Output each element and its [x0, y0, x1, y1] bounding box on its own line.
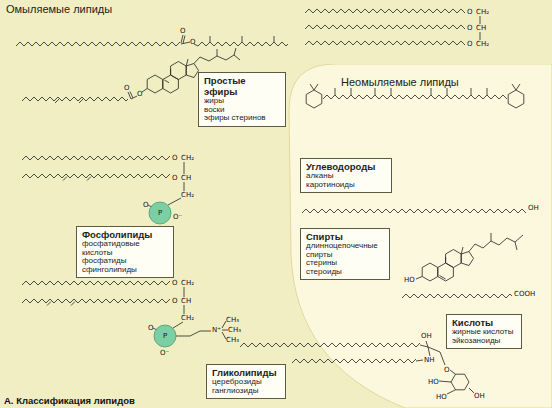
atom-label: OH: [528, 204, 539, 212]
class-item: фосфатиды: [82, 257, 168, 266]
atom-label: CH₃: [226, 316, 239, 324]
class-item: жирные кислоты: [452, 328, 516, 337]
atom-label: O: [143, 201, 149, 209]
atom-label: O: [190, 38, 196, 46]
class-box: Углеводородыалканыкаротиноиды: [300, 158, 392, 193]
atom-label: HO: [436, 393, 447, 401]
atom-label: OH: [474, 392, 485, 400]
atom-label: O: [444, 366, 450, 374]
region-shape: [289, 64, 552, 408]
class-item: эфиры стеринов: [204, 114, 280, 123]
atom-label: O: [467, 8, 473, 16]
atom-label: CH₃: [228, 326, 241, 334]
class-heading: Простые эфиры: [204, 75, 280, 97]
class-box: Гликолипидыцереброзидыганглиозиды: [206, 364, 286, 399]
atom-label: O: [172, 279, 178, 287]
atom-label: O: [124, 84, 130, 92]
atom-label: CH: [181, 297, 191, 305]
atom-label: CH: [181, 174, 191, 182]
class-item: стерины: [306, 259, 384, 268]
class-heading: Кислоты: [452, 317, 516, 328]
atom-label: O: [467, 40, 473, 48]
class-item: стероиды: [306, 268, 384, 277]
class-box: Спиртыдлинноцепочечные спиртыстериныстер…: [300, 228, 390, 280]
atom-label: COOH: [514, 290, 535, 298]
region-heading: Неомыляемые липиды: [341, 76, 459, 89]
atom-label: O: [172, 174, 178, 182]
atom-label: CH₂: [476, 8, 489, 16]
class-item: каротиноиды: [306, 181, 386, 190]
atom-label: O: [137, 90, 143, 98]
atom-label: O: [180, 27, 186, 35]
atom-label: P: [163, 332, 167, 340]
class-heading: Гликолипиды: [212, 367, 280, 378]
atom-label: O⁻: [160, 349, 169, 357]
atom-label: N⁺: [212, 326, 221, 334]
atom-label: CH: [476, 24, 486, 32]
atom-label: CH₂: [181, 154, 194, 162]
atom-label: O: [467, 24, 473, 32]
class-item: алканы: [306, 172, 386, 181]
atom-label: CH₂: [181, 191, 194, 199]
atom-label: O: [148, 324, 154, 332]
class-item: фосфатидовые кислоты: [82, 240, 168, 257]
class-item: цереброзиды: [212, 378, 280, 387]
class-item: длинноцепочечные спирты: [306, 242, 384, 259]
class-item: ганглиозиды: [212, 387, 280, 396]
class-heading: Спирты: [306, 231, 384, 242]
atom-label: CH₂: [181, 279, 194, 287]
atom-label: CH₂: [181, 314, 194, 322]
atom-label: NH: [424, 356, 435, 364]
class-box: Фосфолипидыфосфатидовые кислотыфосфатиды…: [76, 226, 174, 278]
atom-label: OH: [421, 332, 432, 340]
lipid-group-region: Неомыляемые липидыУглеводородыалканыкаро…: [285, 64, 552, 408]
atom-label: CH₃: [226, 336, 239, 344]
class-heading: Фосфолипиды: [82, 229, 168, 240]
atom-label: HO: [428, 378, 439, 386]
atom-label: HO: [404, 276, 415, 284]
atom-label: O: [172, 297, 178, 305]
class-heading: Углеводороды: [306, 161, 386, 172]
class-item: жиры: [204, 97, 280, 106]
class-box: Кислотыжирные кислотыэйкозаноиды: [446, 314, 522, 349]
atom-label: O⁻: [173, 213, 182, 221]
figure-caption: А. Классификация липидов: [4, 395, 135, 406]
class-item: воски: [204, 106, 280, 115]
atom-label: CH₂: [476, 40, 489, 48]
atom-label: P: [158, 209, 162, 217]
region-heading: Омыляемые липиды: [6, 3, 112, 16]
class-item: сфинголипиды: [82, 266, 168, 275]
class-item: эйкозаноиды: [452, 337, 516, 346]
atom-label: O: [172, 154, 178, 162]
class-box: Простые эфирыжирывоскиэфиры стеринов: [198, 72, 286, 127]
